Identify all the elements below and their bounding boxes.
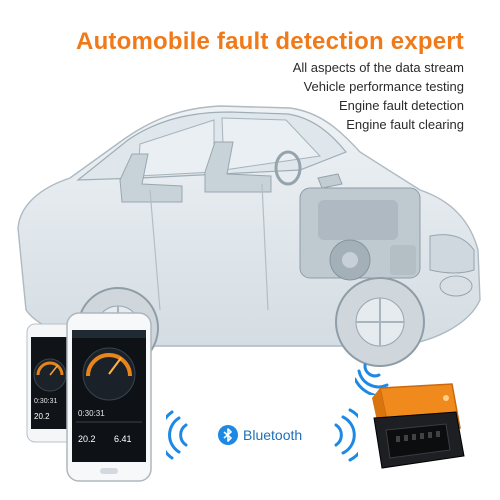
feature-item: Engine fault detection <box>338 98 464 113</box>
obd-scanner-icon <box>372 383 465 469</box>
feature-item: Engine fault clearing <box>346 117 464 132</box>
smartphone-icon: 0:30:31 20.2 6.41 <box>66 312 152 482</box>
feature-item: Vehicle performance testing <box>303 79 464 94</box>
bluetooth-indicator: Bluetooth <box>218 425 302 445</box>
phone-time: 0:30:31 <box>78 409 105 418</box>
phone-time: 0:30:31 <box>34 398 57 405</box>
feature-item: All aspects of the data stream <box>292 60 464 75</box>
headline: Automobile fault detection expert <box>76 28 464 55</box>
phone-value: 20.2 <box>34 412 50 421</box>
phone-value: 20.2 <box>78 434 96 444</box>
phone-value: 6.41 <box>114 434 132 444</box>
bluetooth-label: Bluetooth <box>243 427 303 443</box>
bluetooth-icon <box>218 425 238 445</box>
feature-list: All aspects of the data stream Vehicle p… <box>293 58 464 134</box>
signal-waves-icon <box>334 408 358 462</box>
signal-waves-icon <box>166 410 188 460</box>
